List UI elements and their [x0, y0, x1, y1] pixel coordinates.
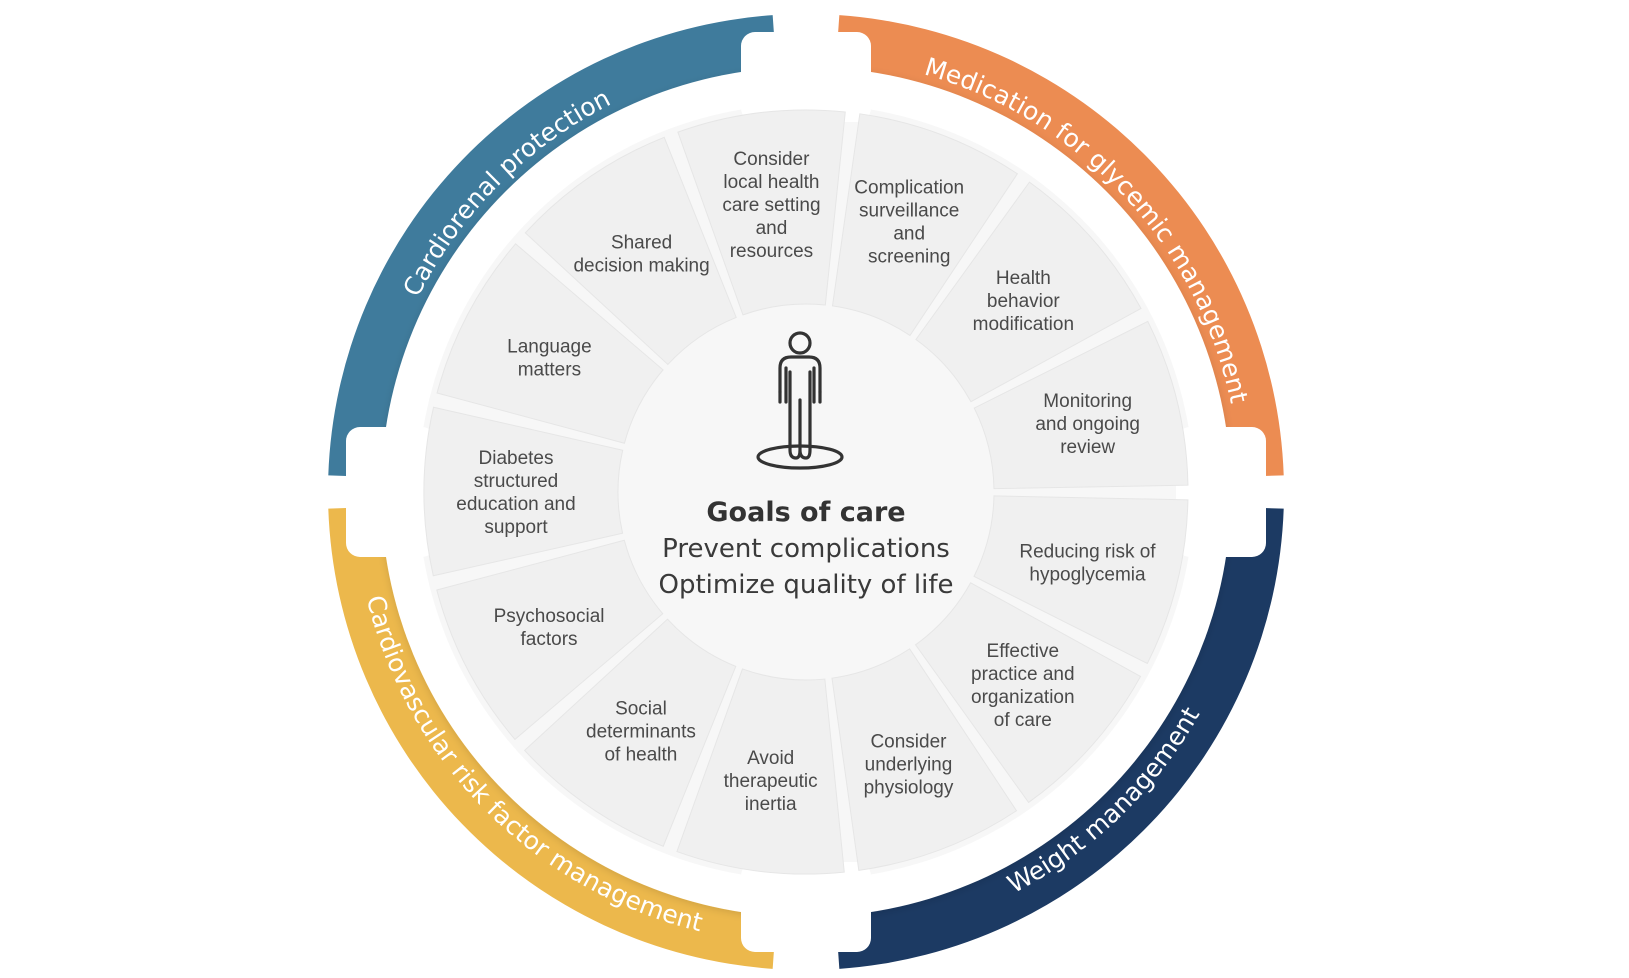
segment-label-line: and — [756, 218, 788, 239]
segment-label-line: and — [893, 223, 925, 244]
segment-label-line: Social — [615, 698, 667, 719]
segment-label-line: behavior — [987, 291, 1061, 312]
segment-label-line: Avoid — [747, 748, 794, 769]
segment-label-line: matters — [518, 359, 581, 380]
segment-label-line: Consider — [870, 731, 947, 752]
segment-label-line: education and — [456, 494, 575, 515]
segment-label-line: support — [484, 517, 548, 538]
segment-label-line: Health — [996, 268, 1051, 289]
wheel-segment — [523, 618, 737, 847]
segment-label-line: review — [1060, 437, 1115, 458]
wheel-notch — [1176, 427, 1266, 557]
center-line-1: Prevent complications — [662, 534, 950, 564]
segment-label-line: factors — [521, 629, 578, 650]
wheel-segment — [973, 495, 1189, 665]
segment-label-line: Monitoring — [1043, 391, 1132, 412]
segment-label-line: modification — [973, 314, 1074, 335]
segment-label-line: underlying — [865, 754, 953, 775]
wheel-segment — [524, 136, 737, 366]
segment-label-line: of health — [604, 744, 677, 765]
wheel-segment — [423, 406, 624, 577]
segment-label-line: inertia — [745, 794, 797, 815]
person-icon — [756, 331, 844, 470]
wheel-segment — [436, 243, 664, 444]
segment-label-line: therapeutic — [724, 771, 818, 792]
center-line-2: Optimize quality of life — [659, 570, 954, 600]
wheel-segment — [676, 668, 845, 875]
segment-label-line: surveillance — [859, 200, 959, 221]
wheel-segment — [436, 539, 664, 741]
segment-label-line: organization — [971, 687, 1075, 708]
segment-label-line: resources — [730, 241, 813, 262]
segment-label-line: Diabetes — [479, 448, 554, 469]
wheel-notch — [741, 32, 871, 122]
segment-label-line: Effective — [987, 641, 1060, 662]
segment-label-line: structured — [474, 471, 558, 492]
segment-label-line: decision making — [573, 256, 709, 277]
wheel-segment — [973, 320, 1189, 490]
center-goals: Goals of care Prevent complications Opti… — [659, 331, 954, 600]
segment-label-line: physiology — [864, 777, 954, 798]
segment-label-line: determinants — [586, 721, 696, 742]
segment-label-line: of care — [994, 710, 1052, 731]
segment-label-line: Shared — [611, 233, 672, 254]
segment-label-line: Reducing risk of — [1019, 541, 1156, 562]
segment-label-line: Language — [507, 336, 592, 357]
segment-label-line: Complication — [854, 177, 964, 198]
segment-label-line: screening — [868, 246, 950, 267]
wheel-segment — [677, 109, 846, 316]
wheel-notch — [741, 862, 871, 952]
wheel-notch — [346, 427, 436, 557]
segment-label-line: care setting — [722, 195, 820, 216]
segment-label-line: and ongoing — [1035, 414, 1140, 435]
segment-label-line: Psychosocial — [494, 606, 605, 627]
wheel-segment — [831, 648, 1018, 871]
center-title: Goals of care — [706, 497, 905, 528]
wheel-segment — [914, 582, 1142, 804]
segment-label-line: practice and — [971, 664, 1075, 685]
wheel-segment — [831, 113, 1019, 337]
wheel-segment — [915, 181, 1142, 403]
segment-label-line: local health — [723, 172, 819, 193]
segment-label-line: Consider — [733, 149, 810, 170]
segment-label-line: hypoglycemia — [1029, 564, 1146, 585]
